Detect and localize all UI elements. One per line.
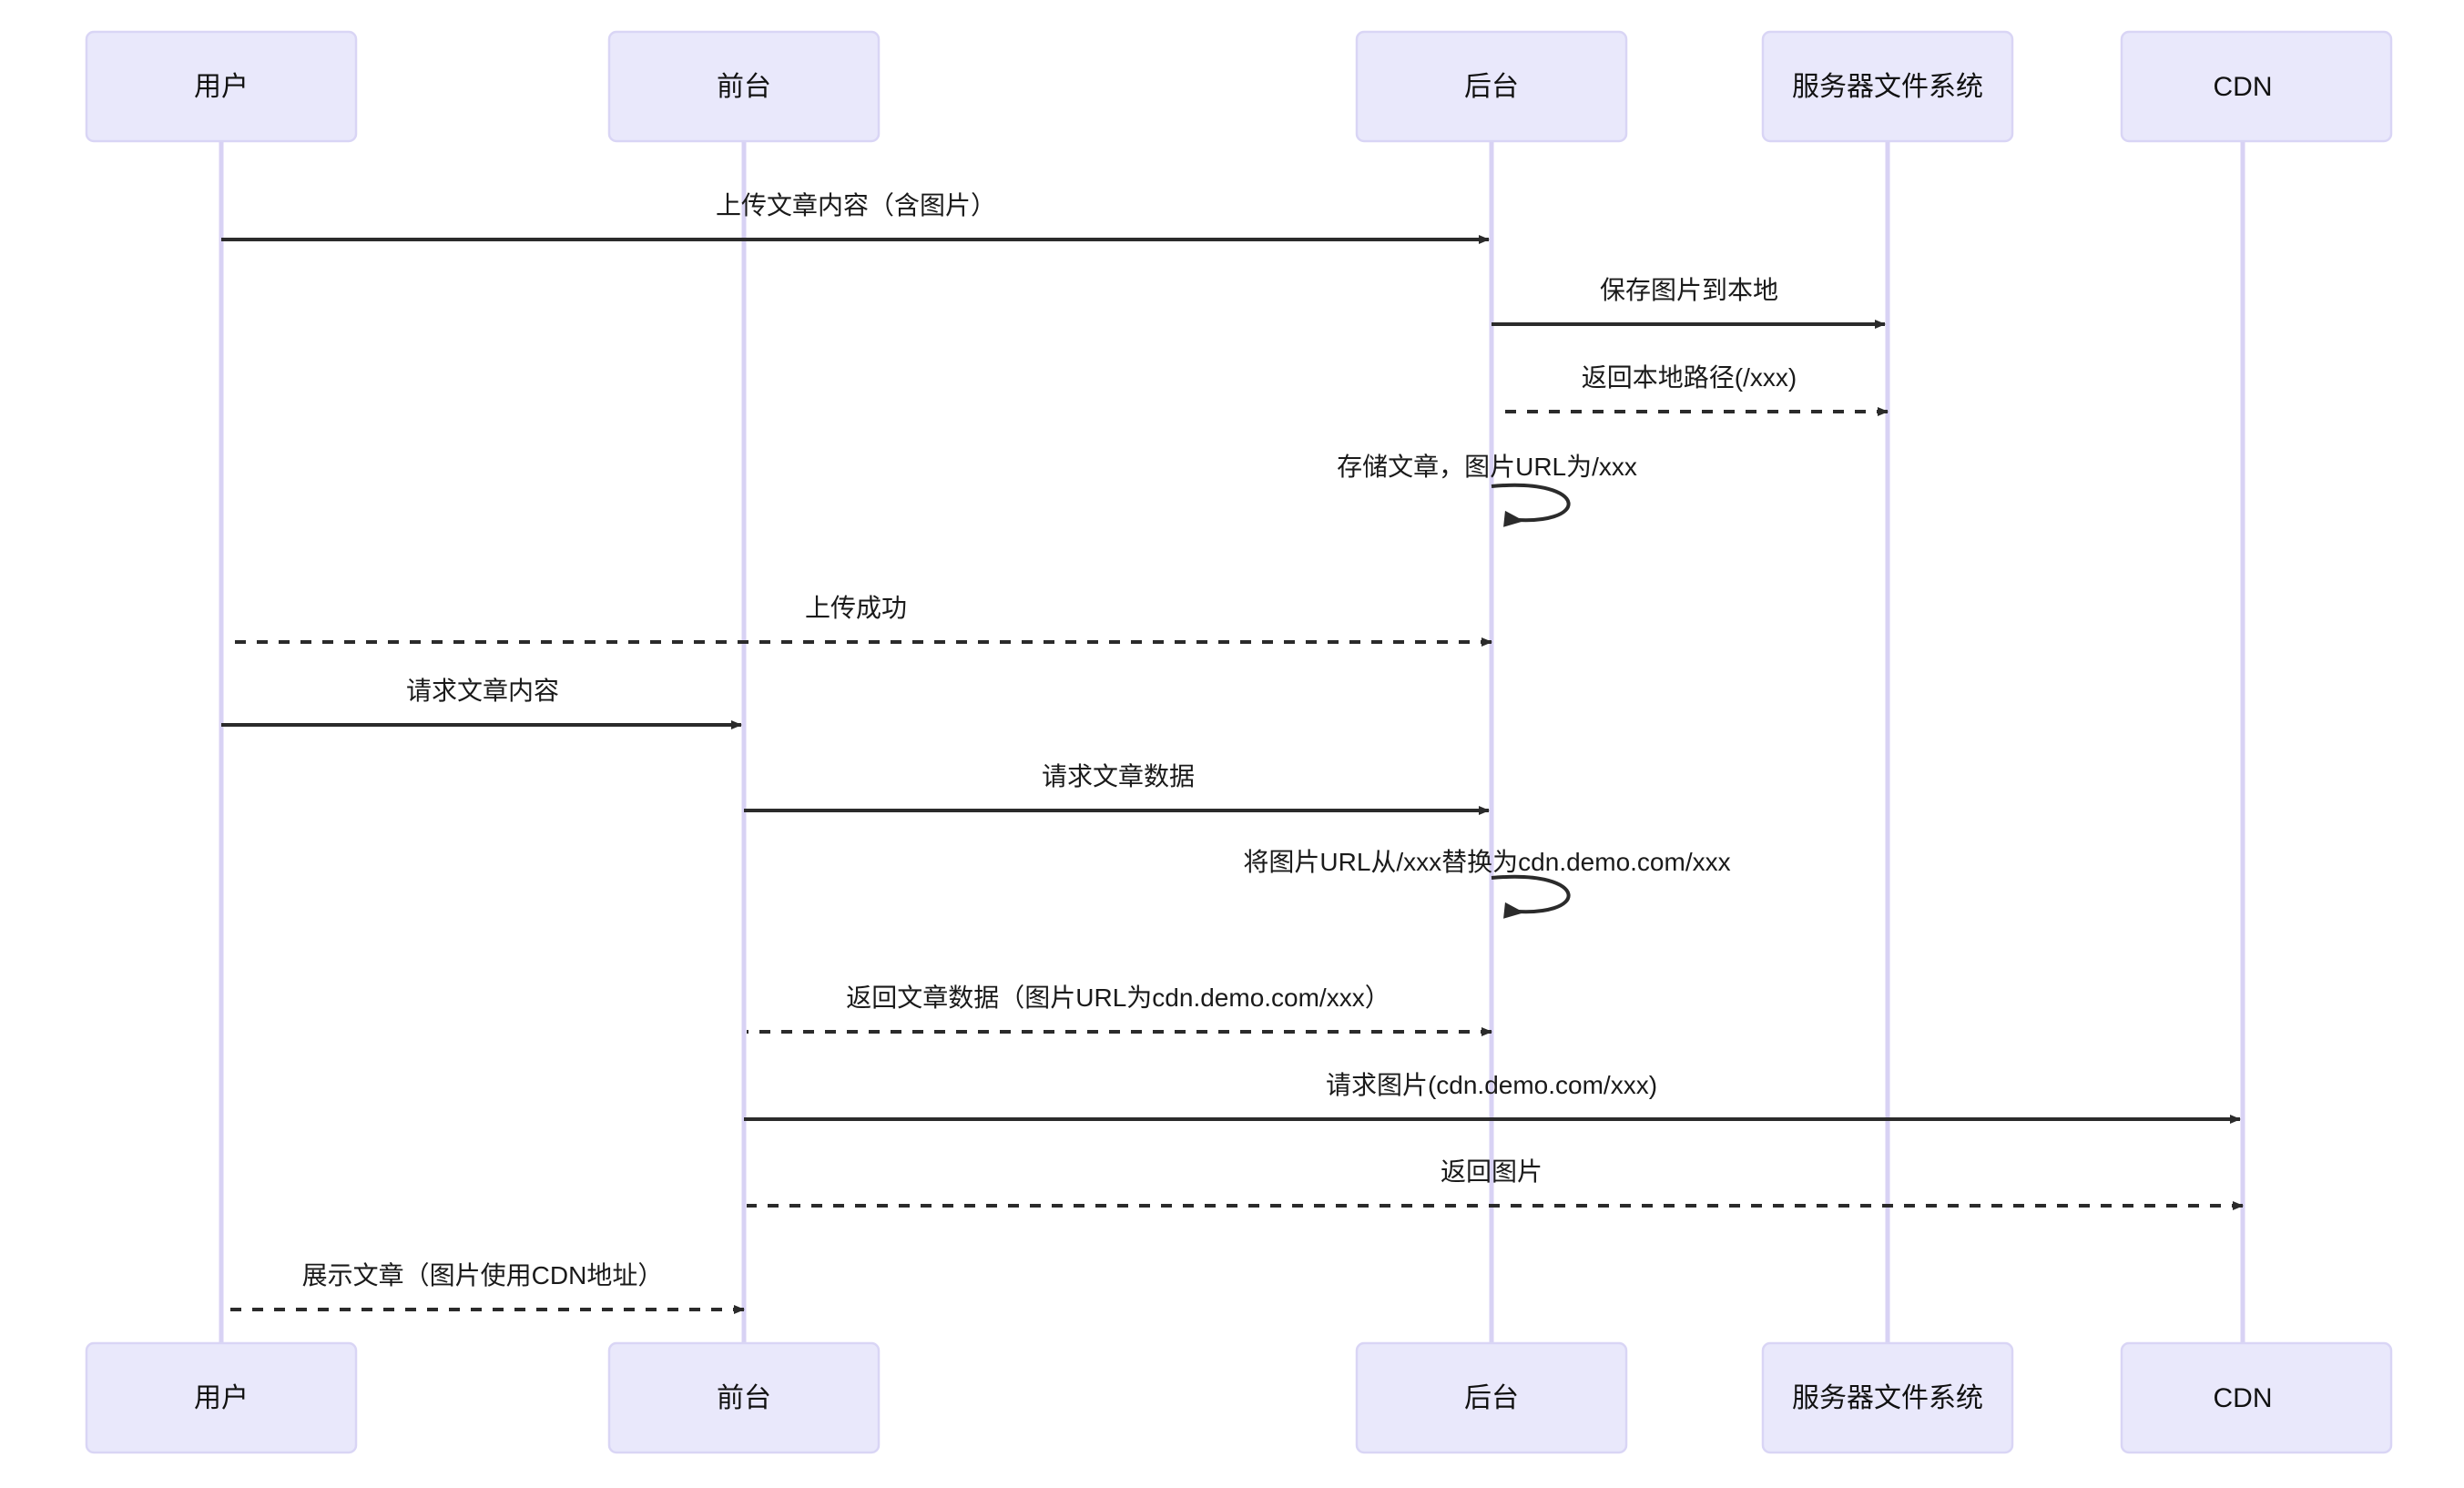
actor-label-back-bottom: 后台 (1464, 1383, 1519, 1413)
message-label-6: 请求文章内容 (406, 677, 559, 705)
lifelines-group (219, 141, 2245, 1343)
message-label-10: 请求图片(cdn.demo.com/xxx) (1326, 1071, 1657, 1099)
actor-label-cdn-top: CDN (2214, 72, 2273, 102)
actor-boxes-bottom: 用户 前台 后台 服务器文件系统 CDN (85, 1341, 2393, 1454)
message-label-7: 请求文章数据 (1042, 762, 1195, 790)
actor-label-user-bottom: 用户 (194, 1383, 249, 1413)
message-self-8 (1491, 874, 1571, 919)
message-label-4: 存储文章，图片URL为/xxx (1337, 453, 1637, 481)
actor-label-fs-bottom: 服务器文件系统 (1792, 1383, 1983, 1413)
actor-box-user-top[interactable] (85, 30, 358, 143)
actor-label-front-bottom: 前台 (717, 1383, 771, 1413)
actor-box-back-bottom[interactable] (1355, 1341, 1628, 1454)
actor-label-cdn-bottom: CDN (2214, 1383, 2273, 1413)
actor-box-user-bottom[interactable] (85, 1341, 358, 1454)
message-label-8: 将图片URL从/xxx替换为cdn.demo.com/xxx (1243, 848, 1730, 876)
actor-box-back-top[interactable] (1355, 30, 1628, 143)
actor-box-fs-top[interactable] (1761, 30, 2014, 143)
actor-box-fs-bottom[interactable] (1761, 1341, 2014, 1454)
message-label-3: 返回本地路径(/xxx) (1582, 363, 1797, 392)
actor-label-user-top: 用户 (194, 72, 249, 102)
message-label-11: 返回图片 (1441, 1157, 1543, 1186)
actor-box-cdn-top[interactable] (2120, 30, 2393, 143)
actor-label-back-top: 后台 (1464, 72, 1519, 102)
actor-box-front-bottom[interactable] (607, 1341, 881, 1454)
message-label-9: 返回文章数据（图片URL为cdn.demo.com/xxx） (846, 984, 1390, 1012)
actor-boxes-top: 用户 前台 后台 服务器文件系统 CDN (85, 30, 2393, 143)
message-label-5: 上传成功 (805, 594, 907, 622)
actor-box-front-top[interactable] (607, 30, 881, 143)
actor-label-fs-top: 服务器文件系统 (1792, 72, 1983, 102)
actor-box-cdn-bottom[interactable] (2120, 1341, 2393, 1454)
message-label-12: 展示文章（图片使用CDN地址） (302, 1261, 664, 1289)
actor-label-front-top: 前台 (717, 72, 771, 102)
message-label-2: 保存图片到本地 (1600, 276, 1778, 304)
message-self-4 (1491, 483, 1571, 527)
message-label-1: 上传文章内容（含图片） (716, 191, 996, 219)
